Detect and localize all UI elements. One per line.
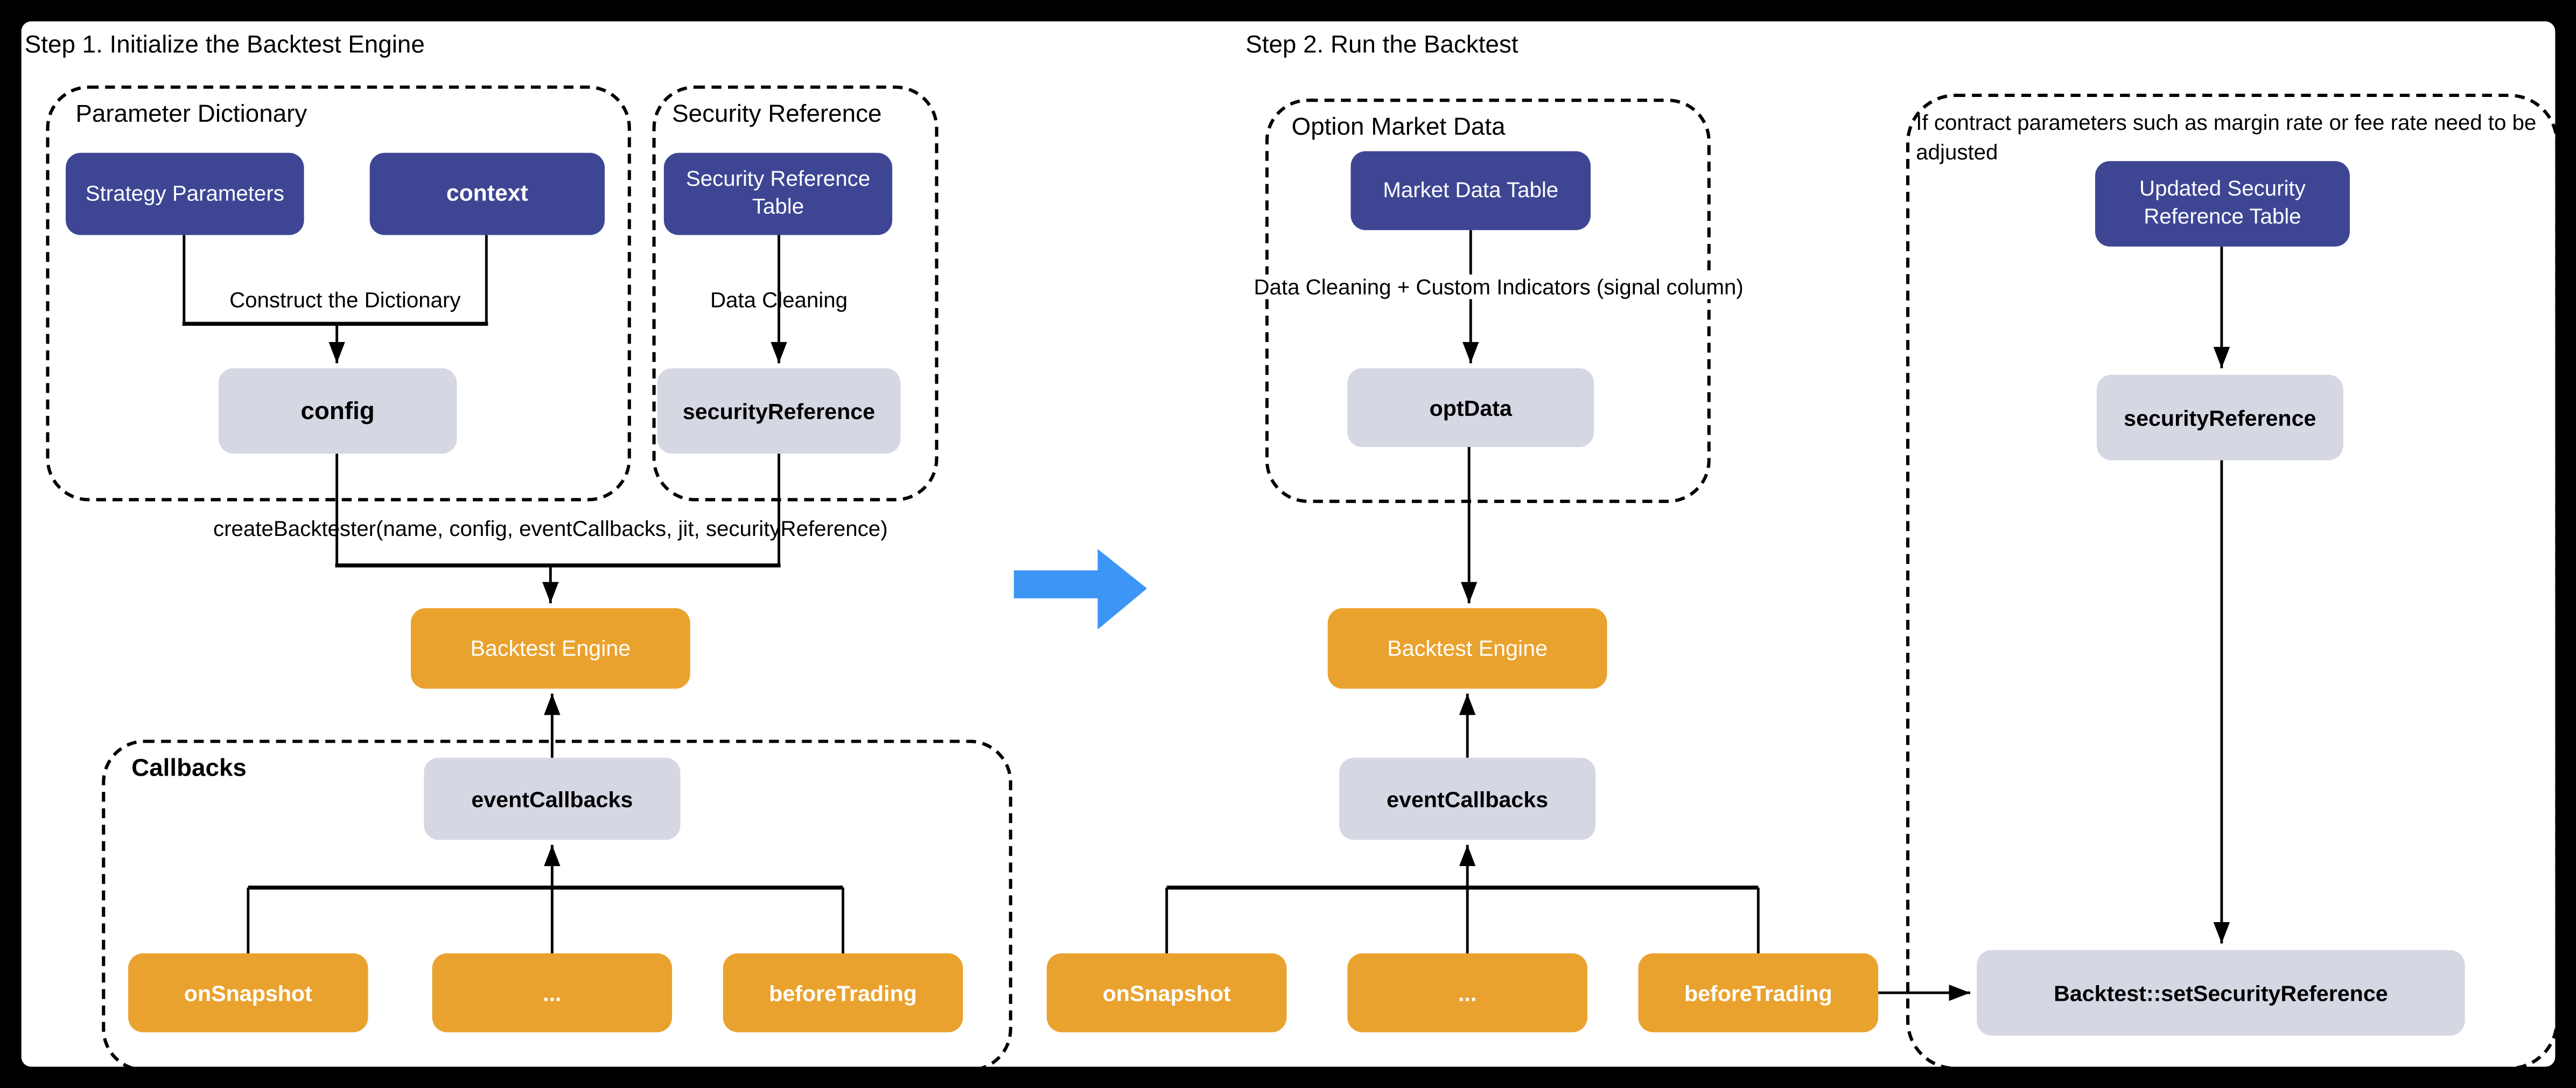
node-eventcallbacks-2: eventCallbacks bbox=[1339, 757, 1596, 840]
node-backtest-setsecurityreference: Backtest::setSecurityReference bbox=[1977, 950, 2465, 1036]
node-backtest-engine-2: Backtest Engine bbox=[1327, 608, 1607, 689]
node-dots-2: ... bbox=[1347, 953, 1587, 1033]
node-securityreference-3: securityReference bbox=[2096, 374, 2343, 461]
label-construct-dictionary: Construct the Dictionary bbox=[229, 288, 461, 312]
node-securityreference-1: securityReference bbox=[657, 368, 901, 454]
group-option-market-data-label: Option Market Data bbox=[1291, 113, 1506, 142]
group-adjust-contract-parameters bbox=[1906, 93, 2559, 1070]
label-data-cleaning: Data Cleaning bbox=[710, 288, 848, 312]
step1-title: Step 1. Initialize the Backtest Engine bbox=[24, 31, 425, 59]
group-parameter-dictionary bbox=[46, 85, 631, 501]
group-parameter-dictionary-label: Parameter Dictionary bbox=[75, 100, 307, 129]
node-backtest-engine-1: Backtest Engine bbox=[410, 608, 690, 689]
node-context: context bbox=[369, 152, 605, 235]
node-beforetrading-1: beforeTrading bbox=[723, 953, 963, 1033]
node-strategy-parameters: Strategy Parameters bbox=[66, 152, 304, 235]
node-optdata: optData bbox=[1347, 368, 1594, 448]
node-onsnapshot-1: onSnapshot bbox=[128, 953, 368, 1033]
group-callbacks bbox=[102, 740, 1012, 1072]
label-data-cleaning-custom: Data Cleaning + Custom Indicators (signa… bbox=[1211, 274, 1787, 299]
group-security-reference-label: Security Reference bbox=[672, 100, 882, 129]
node-security-reference-table: Security Reference Table bbox=[663, 152, 893, 235]
group-callbacks-label: Callbacks bbox=[131, 754, 247, 783]
node-config: config bbox=[218, 368, 457, 454]
node-eventcallbacks-1: eventCallbacks bbox=[424, 757, 681, 840]
node-onsnapshot-2: onSnapshot bbox=[1046, 953, 1287, 1033]
group-security-reference bbox=[652, 85, 939, 501]
step2-title: Step 2. Run the Backtest bbox=[1245, 31, 1518, 59]
group-option-market-data bbox=[1265, 99, 1711, 503]
adjust-contract-note: If contract parameters such as margin ra… bbox=[1916, 110, 2537, 164]
node-dots-1: ... bbox=[432, 953, 673, 1033]
node-beforetrading-2: beforeTrading bbox=[1638, 953, 1879, 1033]
label-createbacktester: createBacktester(name, config, eventCall… bbox=[213, 516, 888, 541]
node-updated-security-reference-table: Updated Security Reference Table bbox=[2095, 161, 2350, 247]
node-market-data-table: Market Data Table bbox=[1350, 151, 1591, 231]
